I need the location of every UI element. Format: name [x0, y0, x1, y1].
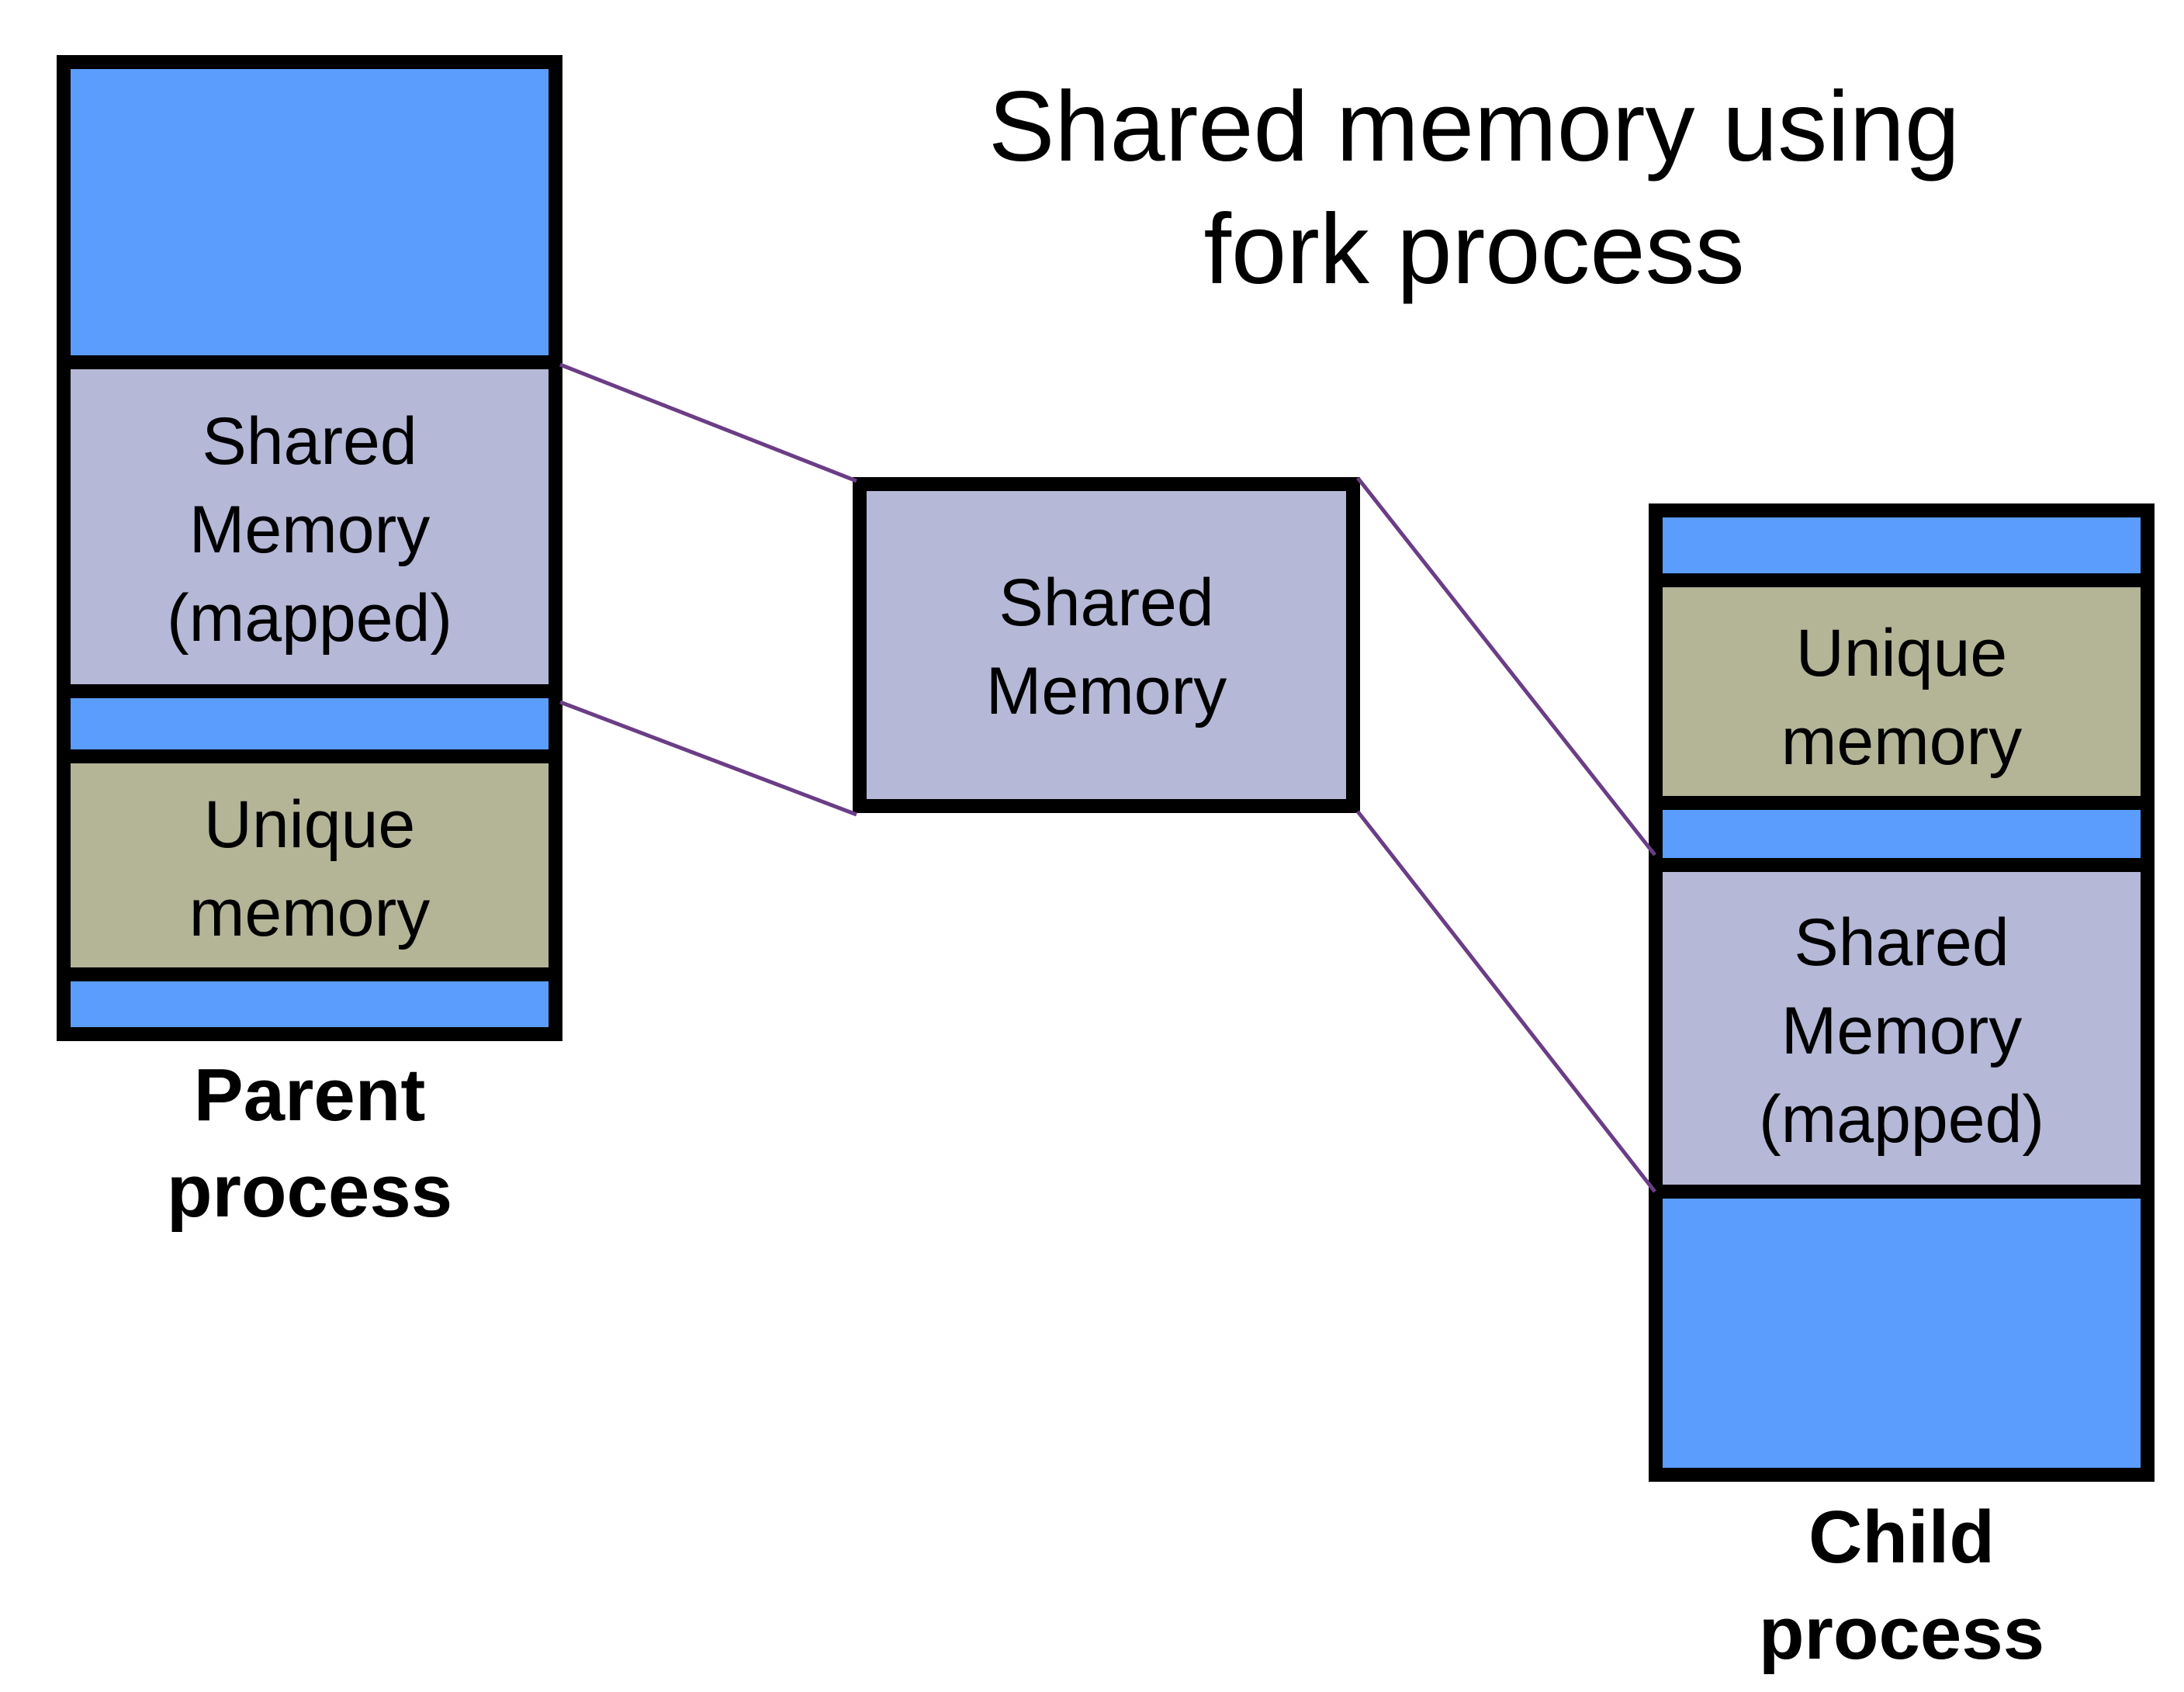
parent-process-caption: Parent process [166, 1054, 453, 1233]
child-unique-region [1649, 573, 2155, 810]
parent-gap-region [57, 684, 562, 763]
shared-memory-block [853, 477, 1360, 813]
parent-bottom-region [57, 967, 562, 1041]
title-line-2: fork process [1203, 194, 1745, 305]
title-line-1: Shared memory using [988, 71, 1961, 182]
parent-top-region [57, 55, 562, 369]
child-gap-region [1649, 796, 2155, 872]
child-shared-mapped-label: Shared Memory (mapped) [1758, 905, 2045, 1157]
child-unique-label: Unique memory [1781, 616, 2023, 779]
parent-top-connector [559, 362, 857, 483]
child-top-region [1649, 503, 2155, 587]
child-bottom-connector [1356, 810, 1656, 1193]
parent-unique-label: Unique memory [189, 787, 431, 950]
child-bottom-region [1649, 1185, 2155, 1482]
parent-bottom-connector [559, 700, 857, 817]
child-top-connector [1356, 476, 1656, 856]
diagram-title: Shared memory using fork process [892, 66, 2056, 311]
shared-memory-label: Shared Memory [985, 566, 1227, 728]
mapping-connectors [559, 362, 1656, 1193]
parent-shared-mapped-label: Shared Memory (mapped) [166, 404, 453, 656]
parent-process-column [57, 55, 562, 1041]
child-shared-mapped-region [1649, 858, 2155, 1199]
parent-unique-region [57, 749, 562, 981]
child-process-column [1649, 503, 2155, 1482]
child-process-caption: Child process [1758, 1496, 2045, 1675]
